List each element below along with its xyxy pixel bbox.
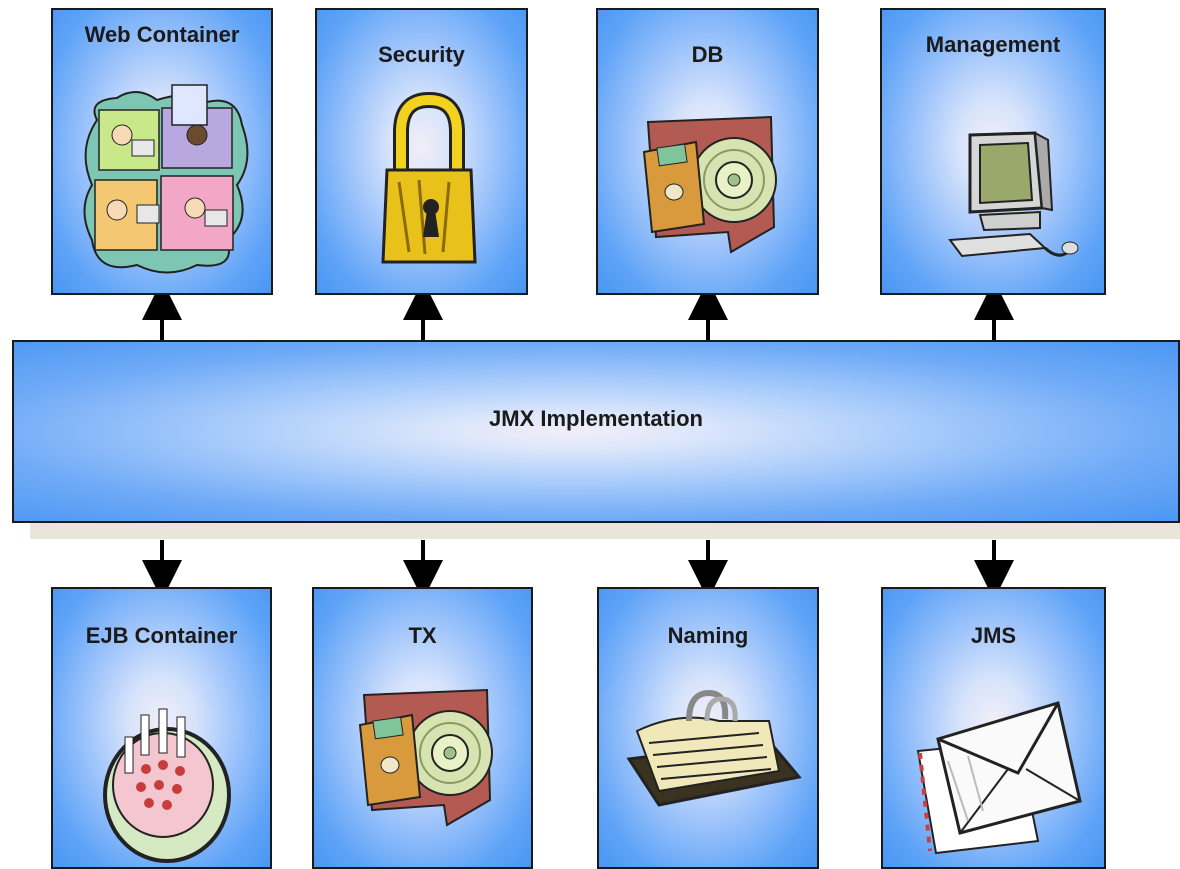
tx-box: TX	[312, 587, 533, 869]
jmx-implementation-label: JMX Implementation	[489, 406, 703, 431]
ejb-container-box: EJB Container	[51, 587, 272, 869]
db-label: DB	[691, 42, 724, 67]
management-label: Management	[925, 32, 1061, 57]
people-collage-icon	[83, 84, 249, 274]
web-container-label: Web Container	[84, 22, 240, 47]
naming-box: Naming	[597, 587, 819, 869]
disk-and-cd-icon	[358, 688, 493, 827]
computer-icon	[948, 131, 1079, 258]
web-container-box: Web Container	[51, 8, 273, 295]
security-label: Security	[378, 42, 465, 67]
beaker-rack-icon	[103, 708, 231, 863]
bus-shadow	[30, 523, 1180, 539]
security-box: Security	[315, 8, 528, 295]
naming-label: Naming	[667, 623, 749, 648]
jmx-implementation-bus: JMX Implementation	[12, 340, 1180, 523]
disk-and-cd-icon	[642, 115, 777, 254]
jms-box: JMS	[881, 587, 1106, 869]
rolodex-icon	[626, 689, 802, 807]
jms-label: JMS	[970, 623, 1017, 648]
tx-label: TX	[408, 623, 437, 648]
db-box: DB	[596, 8, 819, 295]
envelopes-icon	[916, 701, 1082, 855]
management-box: Management	[880, 8, 1106, 295]
ejb-container-label: EJB Container	[85, 623, 238, 648]
padlock-icon	[381, 92, 477, 264]
